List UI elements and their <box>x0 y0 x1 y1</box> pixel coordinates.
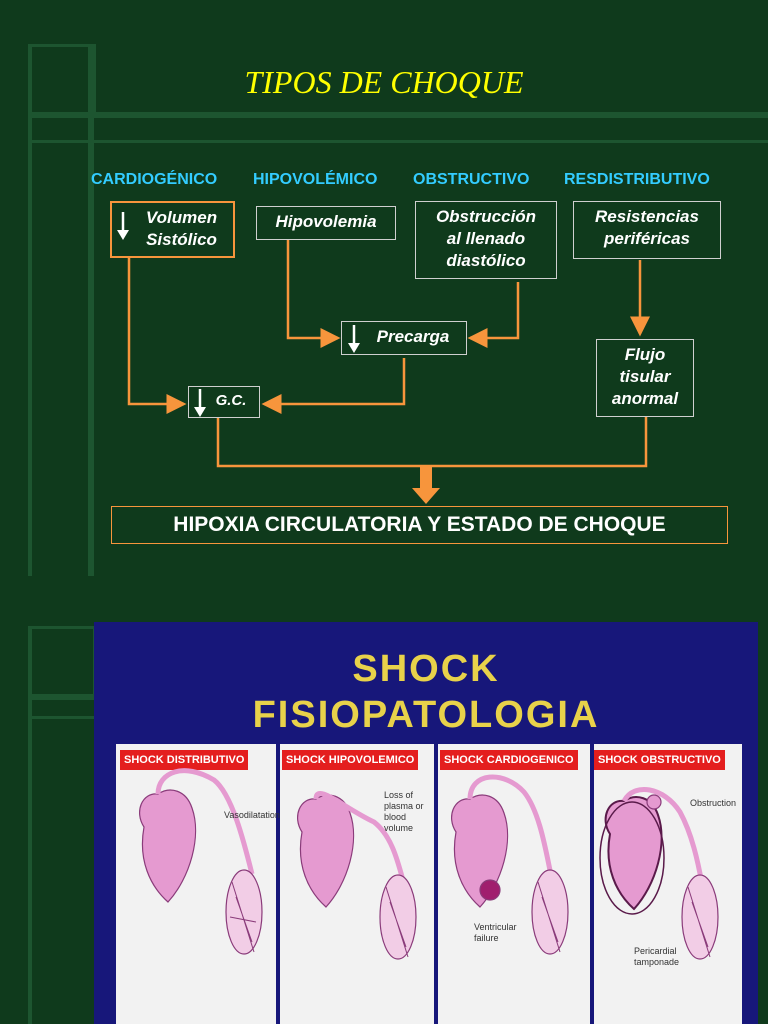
box-gc: G.C. <box>188 386 260 418</box>
decor-line-v1 <box>28 44 32 576</box>
category-cardiogenico: CARDIOGÉNICO <box>91 171 218 188</box>
header-distributivo: SHOCK DISTRIBUTIVO <box>120 750 249 770</box>
category-hipovolemico: HIPOVOLÉMICO <box>253 171 378 188</box>
decor-line-h1 <box>28 112 768 118</box>
loss-line3: blood <box>384 812 407 822</box>
decor-frame-bottom <box>28 626 96 698</box>
obstruccion-line2: al llenado <box>446 229 526 248</box>
decor-line-h4 <box>28 716 98 719</box>
loss-line4: volume <box>384 823 414 833</box>
hipovolemia-label: Hipovolemia <box>275 212 377 231</box>
merge-arrow <box>412 466 440 504</box>
label-loss: Loss of plasma or blood volume <box>384 790 424 834</box>
header-obstructivo: SHOCK OBSTRUCTIVO <box>594 750 725 770</box>
box-resistencias: Resistencias periféricas <box>573 201 721 259</box>
label-obstruction: Obstruction <box>690 798 737 808</box>
loss-line2: plasma or <box>384 801 424 811</box>
header-cardiogenico: SHOCK CARDIOGENICO <box>440 750 578 770</box>
loss-line1: Loss of <box>384 790 414 800</box>
box-precarga: Precarga <box>341 321 467 355</box>
flujo-line2: tisular <box>619 367 671 386</box>
ventricular-line2: failure <box>474 933 499 943</box>
label-vasodilatation: Vasodilatation <box>224 810 280 820</box>
gc-label: G.C. <box>215 392 247 409</box>
pericardial-line1: Pericardial <box>634 946 677 956</box>
volumen-line2: Sistólico <box>146 230 217 249</box>
box-obstruccion: Obstrucción al llenado diastólico <box>415 201 557 279</box>
label-pericardial: Pericardial tamponade <box>634 946 679 968</box>
resistencias-line1: Resistencias <box>595 207 699 226</box>
flujo-line1: Flujo <box>624 345 666 364</box>
resistencias-line2: periféricas <box>604 229 690 248</box>
box-volumen-sistolico: Volumen Sistólico <box>110 201 235 258</box>
heart-cardiogenico <box>451 774 569 955</box>
ventricular-line1: Ventricular <box>474 922 517 932</box>
heart-hipovolemico <box>297 791 417 960</box>
obstruccion-line3: diastólico <box>446 251 526 270</box>
down-arrow-icon <box>117 212 129 240</box>
connector-volumen-gc <box>127 258 187 414</box>
decor-line-h2 <box>28 140 768 143</box>
final-outcome-box: HIPOXIA CIRCULATORIA Y ESTADO DE CHOQUE <box>111 506 728 544</box>
flujo-line3: anormal <box>611 389 679 408</box>
shock-panel: SHOCK FISIOPATOLOGIA SHOCK DISTRIBUTIVO … <box>94 622 758 1024</box>
connector-precarga-gc <box>261 358 406 414</box>
pericardial-line2: tamponade <box>634 957 680 967</box>
decor-line-v3 <box>28 626 32 1024</box>
panel-title-line1: SHOCK <box>352 648 500 690</box>
precarga-label: Precarga <box>376 327 450 346</box>
panel-title-line2: FISIOPATOLOGIA <box>252 694 600 736</box>
flow-connectors <box>127 240 650 504</box>
label-ventricular: Ventricular failure <box>474 922 517 944</box>
down-arrow-icon <box>194 389 206 417</box>
box-flujo: Flujo tisular anormal <box>596 339 694 417</box>
heart-obstructivo <box>599 786 719 960</box>
obstruccion-line1: Obstrucción <box>435 207 537 226</box>
category-obstructivo: OBSTRUCTIVO <box>413 171 530 188</box>
decor-line-h3 <box>28 694 98 700</box>
connector-merge <box>216 416 648 468</box>
connector-hipovolemia-precarga <box>286 240 341 348</box>
decor-line-v2 <box>88 44 94 576</box>
volumen-line1: Volumen <box>145 208 218 227</box>
down-arrow-icon <box>348 325 360 353</box>
connector-obstruccion-precarga <box>467 282 520 348</box>
heart-illustrations <box>139 768 719 960</box>
header-hipovolemico: SHOCK HIPOVOLEMICO <box>282 750 419 770</box>
box-hipovolemia: Hipovolemia <box>256 206 396 240</box>
page-title: TIPOS DE CHOQUE <box>244 64 524 100</box>
heart-distributivo <box>139 768 263 955</box>
category-redistributivo: RESDISTRIBUTIVO <box>564 171 710 188</box>
